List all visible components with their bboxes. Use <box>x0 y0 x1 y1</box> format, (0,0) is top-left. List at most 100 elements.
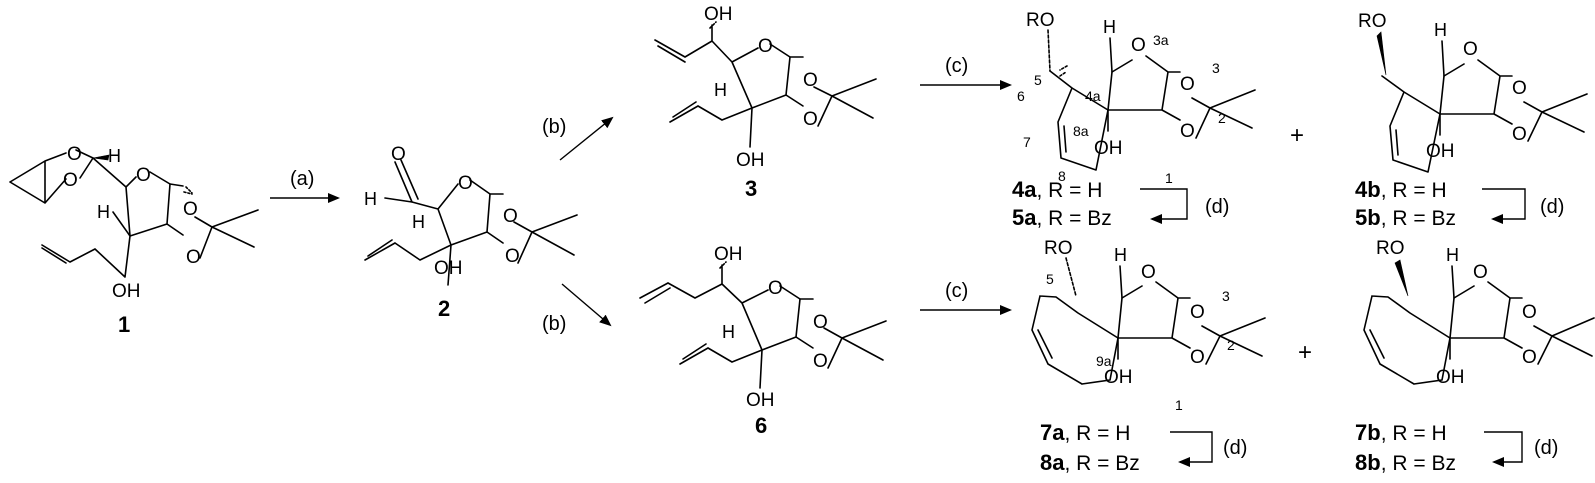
atom-o: O <box>1180 74 1195 95</box>
atom-h: H <box>1446 245 1459 265</box>
atom-h: H <box>1434 20 1447 40</box>
compound-1: O O H O O O H OH 1 <box>9 144 259 337</box>
atom-ro: RO <box>1376 238 1405 259</box>
plus-sign: + <box>1298 339 1312 366</box>
compound-3: OH O H O O OH 3 <box>654 4 877 201</box>
compound-4b: RO H O O O OH <box>1358 11 1588 173</box>
atom-h: H <box>97 202 110 222</box>
atom-o: O <box>391 144 406 165</box>
compound-label: 5b, R = Bz <box>1355 205 1456 230</box>
atom-oh: OH <box>704 4 733 25</box>
locant: 2 <box>1218 110 1226 126</box>
compound-4a: RO H O O O OH 5 3a 3 4a 6 8a 2 7 8 1 <box>1017 10 1256 186</box>
atom-o: O <box>758 36 773 57</box>
atom-h: H <box>412 212 425 232</box>
locant: 7 <box>1023 134 1031 150</box>
label-7a-8a: 7a, R = H 8a, R = Bz (d) <box>1040 420 1247 475</box>
arrow-b-upper <box>559 116 614 161</box>
atom-oh: OH <box>1094 138 1123 159</box>
compound-label: 4b, R = H <box>1355 177 1447 202</box>
compound-6: OH O H O O OH 6 <box>639 244 887 438</box>
locant: 8a <box>1073 123 1089 139</box>
atom-oh: OH <box>1104 367 1133 388</box>
atom-h: H <box>722 322 735 342</box>
atom-ro: RO <box>1044 238 1073 259</box>
atom-ro: RO <box>1358 11 1387 32</box>
atom-o: O <box>458 173 473 194</box>
compound-label: 5a, R = Bz <box>1012 205 1112 230</box>
compound-number: 3 <box>745 176 757 201</box>
atom-o: O <box>1512 78 1527 99</box>
atom-oh: OH <box>714 244 743 265</box>
atom-o: O <box>67 144 82 165</box>
atom-o: O <box>768 278 783 299</box>
locant: 8 <box>1058 168 1066 184</box>
locant: 4a <box>1085 88 1101 104</box>
locant: 2 <box>1227 337 1235 353</box>
reagent-label: (c) <box>945 55 968 77</box>
atom-h: H <box>1114 245 1127 265</box>
compound-label: 7b, R = H <box>1355 420 1447 445</box>
label-7b-8b: 7b, R = H 8b, R = Bz (d) <box>1355 420 1558 475</box>
atom-o: O <box>1512 124 1527 145</box>
svg-text:(d): (d) <box>1534 437 1558 459</box>
compound-label: 4a, R = H <box>1012 177 1102 202</box>
atom-o: O <box>505 246 520 267</box>
locant: 1 <box>1175 397 1183 413</box>
compound-number: 1 <box>118 312 130 337</box>
reagent-label: (b) <box>542 116 566 138</box>
atom-o: O <box>1190 302 1205 323</box>
atom-o: O <box>63 170 78 191</box>
atom-oh: OH <box>736 150 765 171</box>
atom-h: H <box>108 146 121 166</box>
atom-h: H <box>1103 17 1116 37</box>
label-4b-5b: 4b, R = H 5b, R = Bz (d) <box>1355 177 1564 230</box>
atom-oh: OH <box>434 258 463 279</box>
compound-number: 2 <box>438 296 450 321</box>
svg-text:(d): (d) <box>1540 196 1564 218</box>
plus-sign: + <box>1290 122 1304 149</box>
atom-oh: OH <box>746 390 775 411</box>
reagent-label: (a) <box>290 168 314 190</box>
atom-o: O <box>1522 302 1537 323</box>
atom-o: O <box>183 199 198 220</box>
locant: 1 <box>1165 170 1173 186</box>
atom-o: O <box>1473 262 1488 283</box>
locant: 5 <box>1046 271 1054 287</box>
compound-number: 6 <box>755 413 767 438</box>
atom-o: O <box>1190 347 1205 368</box>
atom-oh: OH <box>1436 367 1465 388</box>
atom-o: O <box>1522 347 1537 368</box>
compound-label: 7a, R = H <box>1040 420 1130 445</box>
atom-o: O <box>1141 262 1156 283</box>
reagent-label: (c) <box>945 280 968 302</box>
atom-o: O <box>803 109 818 130</box>
atom-o: O <box>503 206 518 227</box>
locant: 3 <box>1212 60 1220 76</box>
atom-o: O <box>1463 39 1478 60</box>
atom-oh: OH <box>112 281 141 302</box>
atom-o: O <box>1180 121 1195 142</box>
atom-o: O <box>136 165 151 186</box>
compound-7b: RO H O O O OH <box>1363 238 1595 388</box>
atom-ro: RO <box>1026 10 1055 31</box>
label-4a-5a: 4a, R = H 5a, R = Bz (d) <box>1012 177 1229 230</box>
atom-h: H <box>714 80 727 100</box>
locant: 6 <box>1017 88 1025 104</box>
atom-oh: OH <box>1426 141 1455 162</box>
locant: 3 <box>1222 288 1230 304</box>
compound-label: 8a, R = Bz <box>1040 450 1140 475</box>
compound-7a: RO H O O O OH 5 3 9a 2 1 <box>1031 238 1266 413</box>
svg-text:(d): (d) <box>1223 437 1247 459</box>
arrow-b-lower <box>561 283 612 327</box>
locant: 3a <box>1153 32 1169 48</box>
atom-o: O <box>186 247 201 268</box>
compound-2: O H H O O O OH 2 <box>364 144 578 321</box>
reagent-label: (b) <box>542 313 566 335</box>
atom-o: O <box>813 351 828 372</box>
atom-o: O <box>1131 35 1146 56</box>
atom-o: O <box>813 312 828 333</box>
atom-o: O <box>803 70 818 91</box>
